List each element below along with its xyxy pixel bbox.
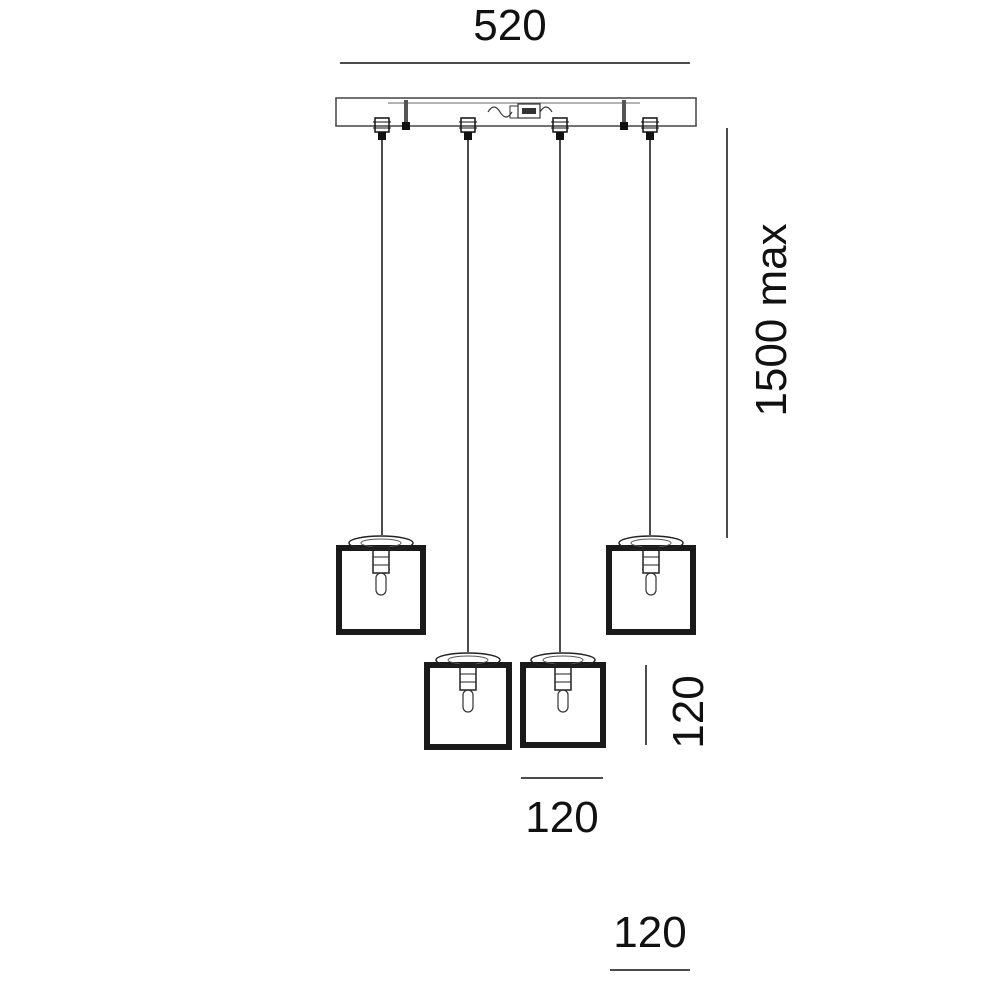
shade-cap [530,652,596,668]
mounting-screw [404,100,408,128]
cube-shade [424,652,512,750]
light-bulb [645,572,657,596]
cable-gland [641,117,659,140]
light-bulb [557,689,569,713]
shade-cap [435,652,501,668]
cable-gland [459,117,477,140]
cable-glands [373,117,659,140]
shade-cap [348,535,414,551]
height-dimension-label: 1500 max [747,223,796,416]
shade-width-dimension-label: 120 [525,793,598,842]
width-dimension-label: 520 [473,1,546,50]
shade-frame [520,662,606,748]
shade-cap [618,535,684,551]
light-bulb [375,572,387,596]
cube-shade [520,652,606,748]
cable-gland [551,117,569,140]
lamp-shades [336,535,696,750]
mounting-screw [402,122,410,130]
shade-frame [336,545,426,635]
shade-height-dimension: 120 [645,665,713,749]
shade-frame [606,545,696,635]
cube-shade [606,535,696,635]
shade-height-dimension-label: 120 [664,675,713,748]
bottom-dimension: 120 [610,908,690,971]
bottom-dimension-label: 120 [613,908,686,957]
suspension-cables [381,140,651,652]
mounting-screw [622,100,626,128]
shade-frame [424,662,512,750]
height-dimension: 1500 max [726,128,796,538]
cable-gland [373,117,391,140]
mounting-screw [620,122,628,130]
ceiling-canopy [335,97,697,130]
terminal-block [487,103,553,119]
cube-shade [336,535,426,635]
canopy-bar [335,97,697,127]
width-dimension: 520 [340,1,690,64]
light-bulb [462,689,474,713]
shade-width-dimension: 120 [521,777,603,842]
